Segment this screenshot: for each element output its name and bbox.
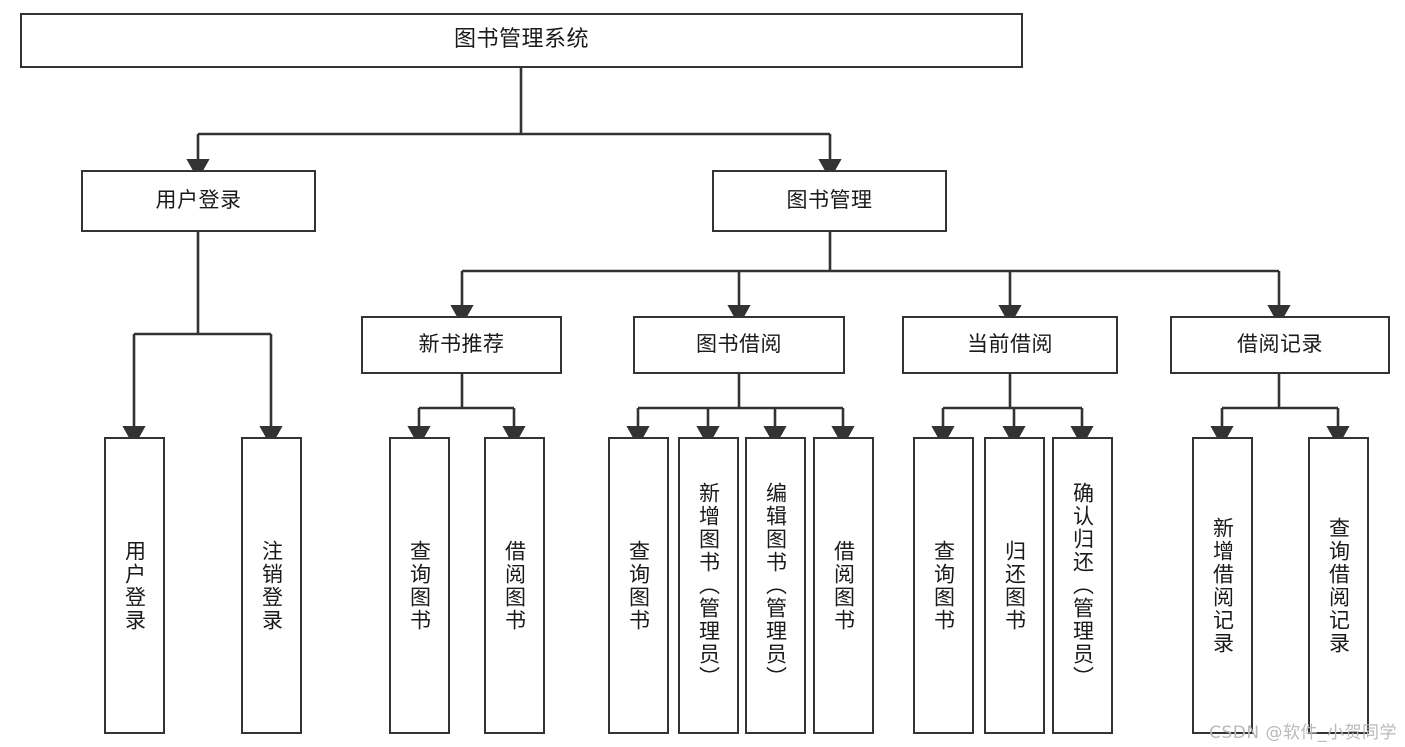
node-label: 借阅记录 <box>1237 332 1323 357</box>
node-leaf-edit-book[interactable]: 编辑图书（管理员） <box>745 437 806 734</box>
node-leaf-query-borrow-record[interactable]: 查询借阅记录 <box>1308 437 1369 734</box>
node-label: 查询图书 <box>407 539 432 632</box>
node-new-book-recommend[interactable]: 新书推荐 <box>361 316 562 374</box>
node-label: 确认归还（管理员） <box>1070 482 1095 689</box>
node-label: 新增图书（管理员） <box>696 482 721 689</box>
node-leaf-user-login[interactable]: 用户登录 <box>104 437 165 734</box>
node-label: 用户登录 <box>122 539 147 632</box>
connector-userlogin-to-leaves <box>122 232 283 447</box>
node-label: 图书管理系统 <box>453 27 589 53</box>
node-leaf-return-book[interactable]: 归还图书 <box>984 437 1045 734</box>
node-leaf-logout[interactable]: 注销登录 <box>241 437 302 734</box>
node-current-borrow[interactable]: 当前借阅 <box>902 316 1118 374</box>
connector-newbook-to-leaves <box>407 374 526 447</box>
node-book-borrow[interactable]: 图书借阅 <box>633 316 845 374</box>
node-label: 用户登录 <box>155 188 242 213</box>
node-leaf-add-borrow-record[interactable]: 新增借阅记录 <box>1192 437 1253 734</box>
node-label: 图书借阅 <box>696 332 782 357</box>
node-user-login[interactable]: 用户登录 <box>81 170 316 232</box>
node-leaf-confirm-return[interactable]: 确认归还（管理员） <box>1052 437 1113 734</box>
node-label: 借阅图书 <box>502 539 527 632</box>
node-label: 注销登录 <box>259 539 284 632</box>
node-book-manage[interactable]: 图书管理 <box>712 170 947 232</box>
node-leaf-query-book-recommend[interactable]: 查询图书 <box>389 437 450 734</box>
connector-borrowrecord-to-leaves <box>1210 374 1350 447</box>
node-leaf-query-book-current[interactable]: 查询图书 <box>913 437 974 734</box>
node-label: 当前借阅 <box>967 332 1053 357</box>
csdn-watermark: CSDN @软件_小贺同学 <box>1209 723 1397 743</box>
node-leaf-borrow-book[interactable]: 借阅图书 <box>813 437 874 734</box>
node-leaf-add-book[interactable]: 新增图书（管理员） <box>678 437 739 734</box>
node-root-system[interactable]: 图书管理系统 <box>20 13 1023 68</box>
node-label: 查询借阅记录 <box>1326 516 1351 655</box>
node-label: 图书管理 <box>786 188 873 213</box>
connector-root-to-level2 <box>186 68 842 180</box>
node-label: 编辑图书（管理员） <box>763 482 788 689</box>
node-leaf-query-book-borrow[interactable]: 查询图书 <box>608 437 669 734</box>
node-leaf-borrow-book-recommend[interactable]: 借阅图书 <box>484 437 545 734</box>
connector-bookmanage-to-level3 <box>450 232 1291 326</box>
node-label: 新书推荐 <box>418 332 505 357</box>
node-label: 借阅图书 <box>831 539 856 632</box>
node-label: 归还图书 <box>1002 539 1027 632</box>
node-borrow-record[interactable]: 借阅记录 <box>1170 316 1390 374</box>
node-label: 查询图书 <box>931 539 956 632</box>
connector-currentborrow-to-leaves <box>931 374 1094 447</box>
node-label: 新增借阅记录 <box>1210 516 1235 655</box>
node-label: 查询图书 <box>626 539 651 632</box>
connector-bookborrow-to-leaves <box>626 374 855 447</box>
